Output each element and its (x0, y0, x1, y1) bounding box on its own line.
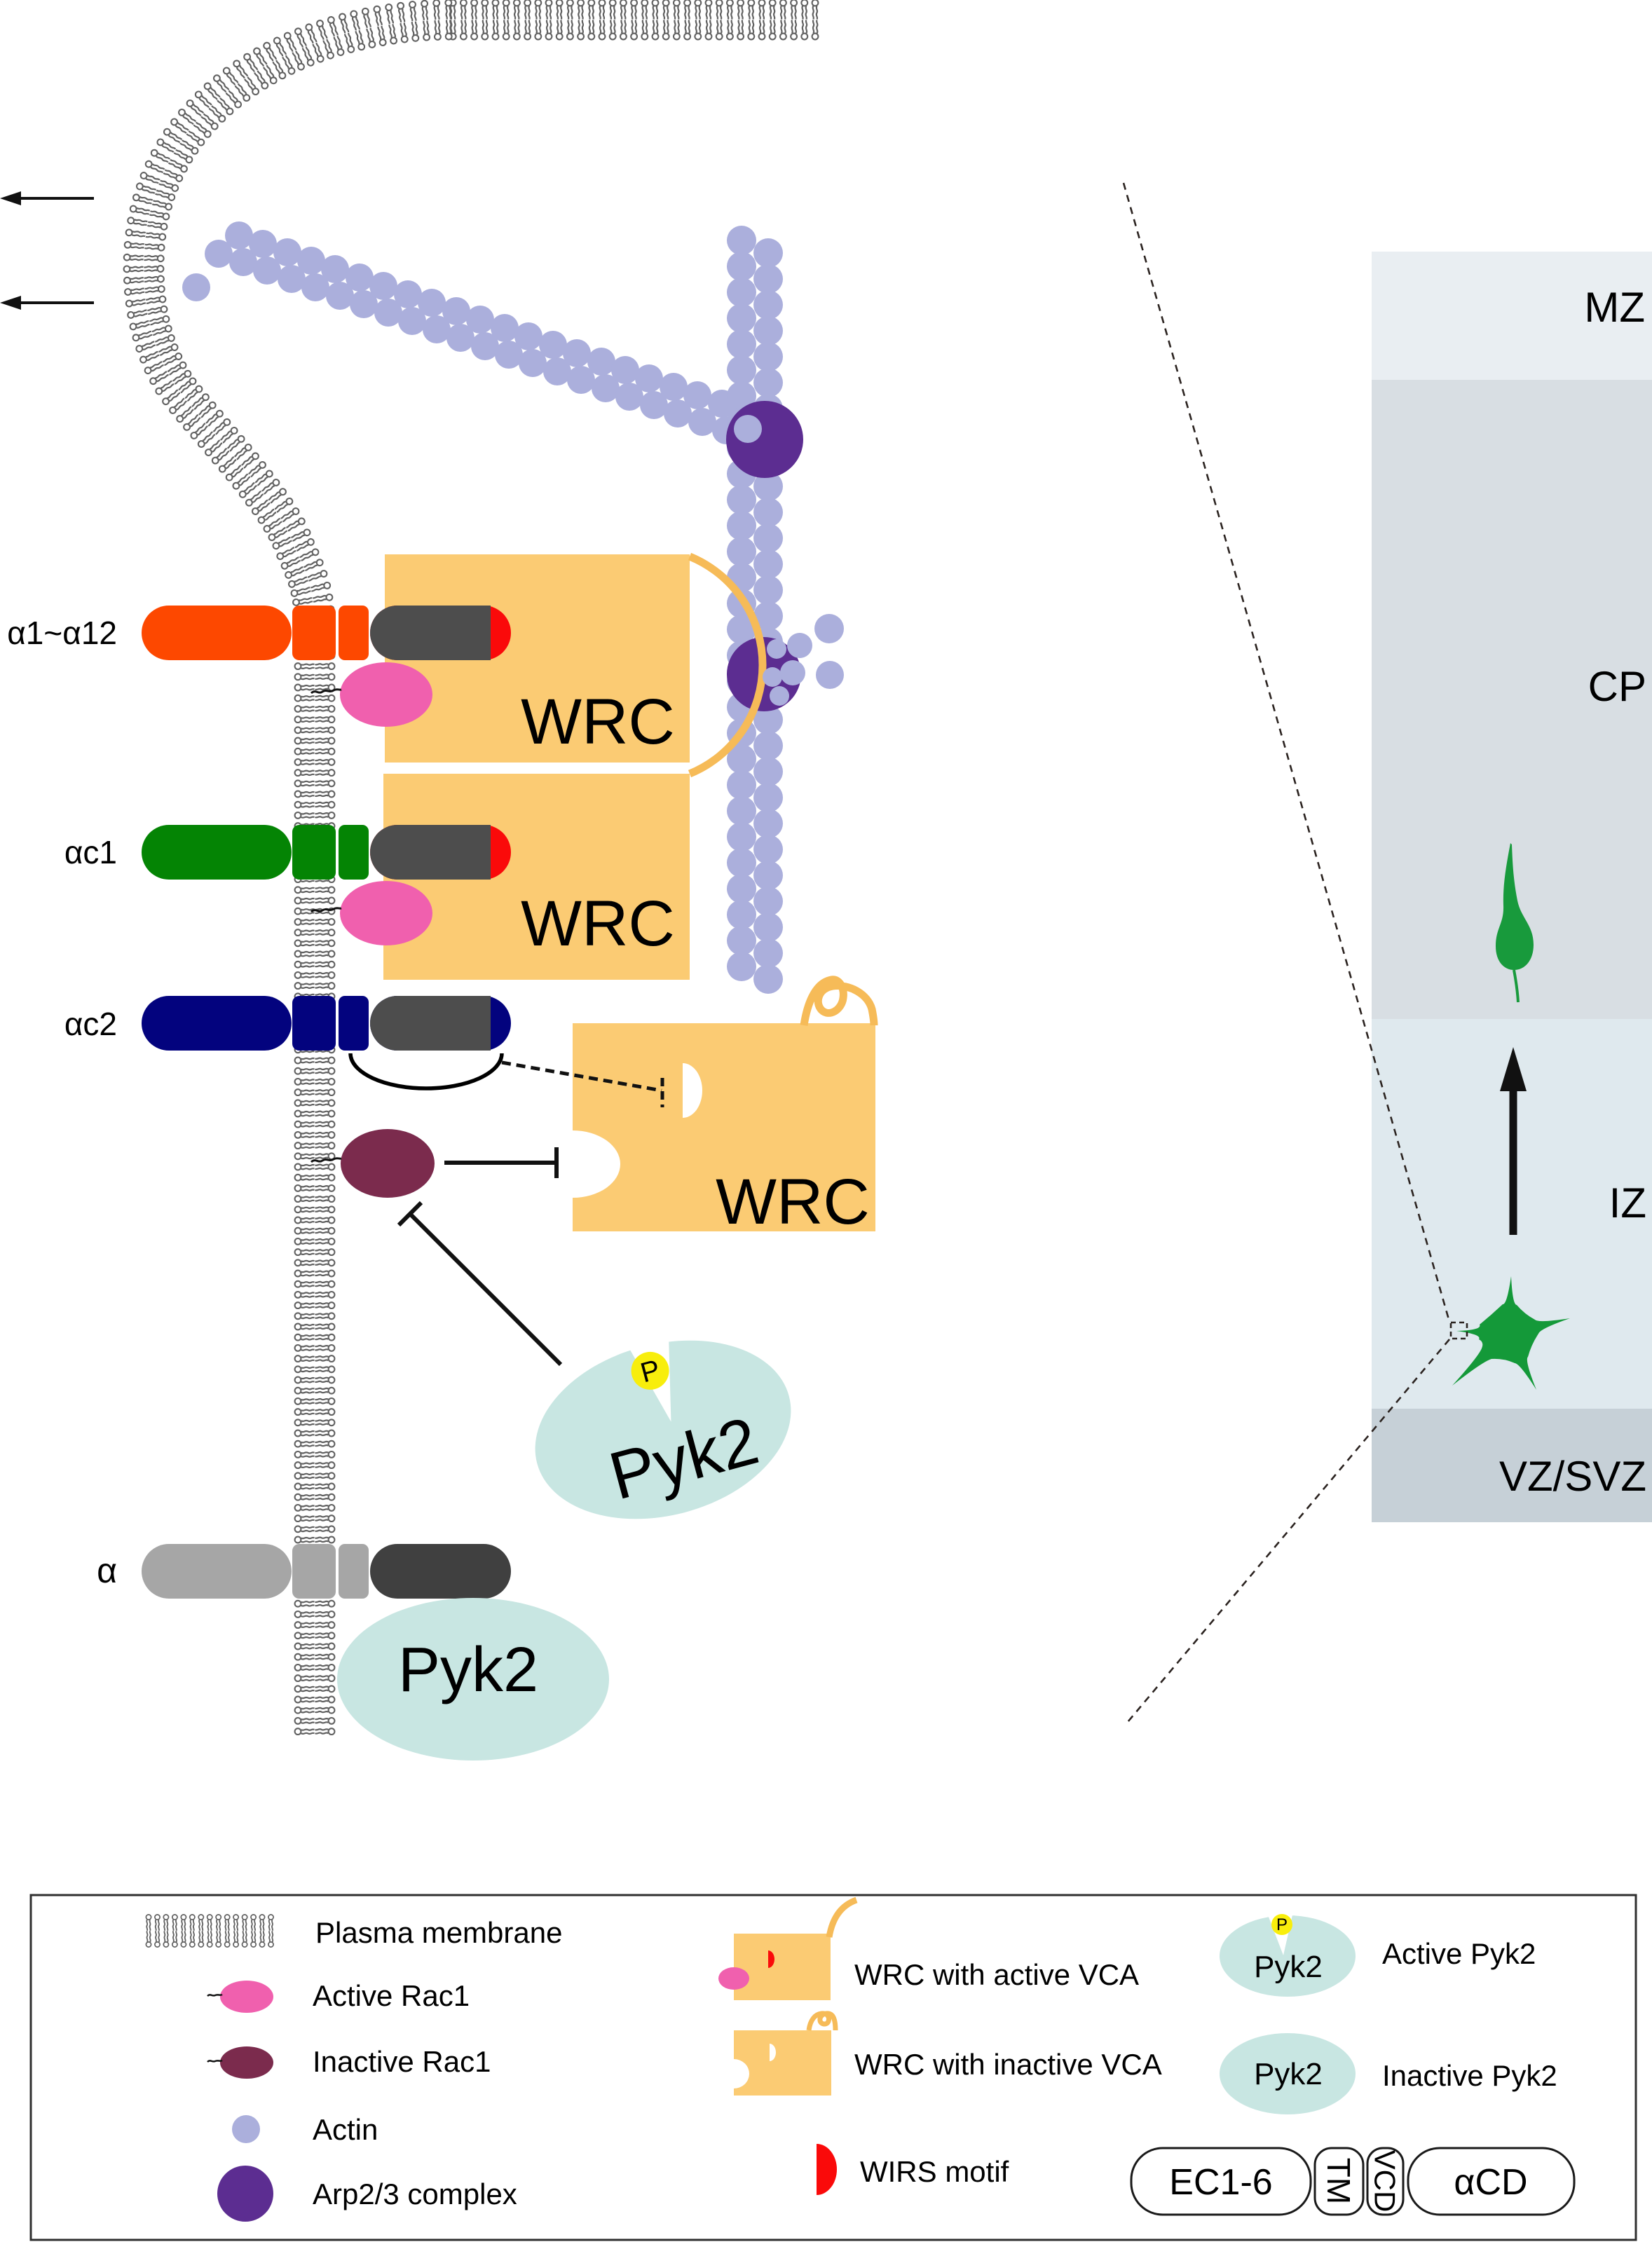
svg-text:VCD: VCD (1369, 2150, 1402, 2213)
svg-text:Actin: Actin (313, 2113, 378, 2146)
svg-text:Active Rac1: Active Rac1 (313, 1979, 470, 2012)
svg-text:WRC with inactive VCA: WRC with inactive VCA (854, 2048, 1162, 2081)
svg-text:αc1: αc1 (64, 834, 117, 870)
svg-text:Pyk2: Pyk2 (1254, 1950, 1323, 1984)
svg-text:Active Pyk2: Active Pyk2 (1382, 1937, 1536, 1970)
svg-text:Pyk2: Pyk2 (1254, 2057, 1323, 2091)
svg-text:Arp2/3 complex: Arp2/3 complex (313, 2178, 517, 2210)
svg-text:α1~α12: α1~α12 (7, 615, 117, 651)
svg-text:EC1-6: EC1-6 (1169, 2162, 1272, 2203)
svg-text:MZ: MZ (1584, 284, 1645, 331)
svg-text:Plasma membrane: Plasma membrane (315, 1916, 562, 1949)
svg-text:αc2: αc2 (64, 1006, 117, 1042)
svg-text:IZ: IZ (1609, 1180, 1646, 1226)
svg-text:Inactive Rac1: Inactive Rac1 (313, 2045, 491, 2078)
svg-text:WRC: WRC (716, 1166, 870, 1238)
svg-text:Inactive Pyk2: Inactive Pyk2 (1382, 2059, 1557, 2092)
svg-text:WIRS motif: WIRS motif (860, 2155, 1009, 2188)
svg-text:CP: CP (1588, 663, 1646, 710)
svg-text:WRC: WRC (521, 686, 675, 758)
svg-text:αCD: αCD (1454, 2162, 1527, 2203)
svg-text:α: α (97, 1551, 117, 1590)
svg-text:TM: TM (1320, 2158, 1357, 2204)
svg-text:VZ/SVZ: VZ/SVZ (1499, 1453, 1646, 1500)
svg-text:WRC with active VCA: WRC with active VCA (854, 1958, 1139, 1991)
svg-text:WRC: WRC (521, 888, 675, 959)
svg-text:Pyk2: Pyk2 (398, 1635, 538, 1705)
svg-text:P: P (1276, 1915, 1288, 1934)
